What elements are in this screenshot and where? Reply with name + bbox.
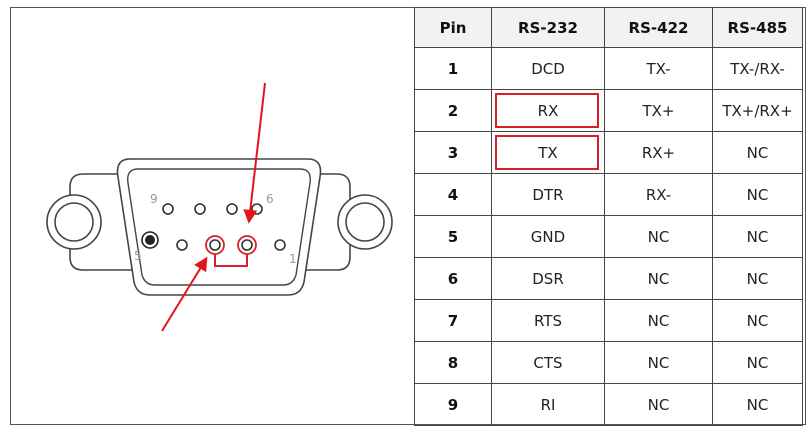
pin-assignment-table: Pin RS-232 RS-422 RS-485 1 DCD TX- TX-/R…	[414, 7, 803, 426]
cell-rs485: NC	[712, 341, 803, 384]
cell-rs422: RX+	[604, 131, 713, 174]
figure-frame	[10, 7, 806, 425]
cell-pin: 1	[414, 47, 492, 90]
highlight-box	[495, 135, 599, 170]
pin-label-6: 6	[266, 192, 274, 206]
cell-pin: 6	[414, 257, 492, 300]
pin-7	[226, 203, 238, 215]
cell-pin: 3	[414, 131, 492, 174]
table-row: 5 GND NC NC	[414, 215, 803, 258]
header-pin: Pin	[414, 7, 492, 48]
cell-text: RX	[537, 101, 559, 120]
pin-8	[194, 203, 206, 215]
cell-rs485: TX+/RX+	[712, 89, 803, 132]
cell-rs232: CTS	[491, 341, 605, 384]
cell-rs232: RTS	[491, 299, 605, 342]
arrow-to-pin-2	[243, 82, 266, 224]
pin-5-ground	[141, 231, 159, 249]
pin-label-1: 1	[289, 252, 297, 266]
table-row: 3 TX RX+ NC	[414, 131, 803, 174]
db9-connector-diagram: 9 6 5 1	[10, 7, 414, 425]
table-row: 7 RTS NC NC	[414, 299, 803, 342]
cell-rs232: GND	[491, 215, 605, 258]
header-rs422: RS-422	[604, 7, 713, 48]
cell-rs232: DCD	[491, 47, 605, 90]
cell-rs422: NC	[604, 215, 713, 258]
cell-rs422: RX-	[604, 173, 713, 216]
table-row: 1 DCD TX- TX-/RX-	[414, 47, 803, 90]
table-row: 8 CTS NC NC	[414, 341, 803, 384]
pin-9	[162, 203, 174, 215]
loopback-jumper	[214, 254, 248, 267]
cell-rs485: TX-/RX-	[712, 47, 803, 90]
table-header-row: Pin RS-232 RS-422 RS-485	[414, 7, 803, 48]
header-rs485: RS-485	[712, 7, 803, 48]
cell-rs422: TX-	[604, 47, 713, 90]
cell-rs485: NC	[712, 299, 803, 342]
cell-pin: 9	[414, 383, 492, 426]
arrow-to-jumper	[161, 256, 208, 332]
cell-pin: 4	[414, 173, 492, 216]
table-row: 2 RX TX+ TX+/RX+	[414, 89, 803, 132]
cell-rs485: NC	[712, 383, 803, 426]
cell-rs485: NC	[712, 215, 803, 258]
highlight-box	[495, 93, 599, 128]
cell-pin: 2	[414, 89, 492, 132]
right-mount-hole-icon	[337, 194, 393, 250]
cell-rs232-highlighted: TX	[491, 131, 605, 174]
table-row: 6 DSR NC NC	[414, 257, 803, 300]
cell-rs422: TX+	[604, 89, 713, 132]
cell-pin: 5	[414, 215, 492, 258]
cell-pin: 8	[414, 341, 492, 384]
cell-pin: 7	[414, 299, 492, 342]
pin-label-5: 5	[134, 249, 142, 263]
cell-rs232: RI	[491, 383, 605, 426]
d-shell-outer	[116, 158, 322, 296]
cell-rs485: NC	[712, 257, 803, 300]
cell-rs422: NC	[604, 257, 713, 300]
table-row: 9 RI NC NC	[414, 383, 803, 426]
pin-label-9: 9	[150, 192, 158, 206]
cell-rs485: NC	[712, 131, 803, 174]
connector-flange	[69, 173, 351, 271]
cell-rs422: NC	[604, 383, 713, 426]
pin-4	[176, 239, 188, 251]
cell-rs422: NC	[604, 299, 713, 342]
connector-svg: 9 6 5 1	[46, 82, 393, 332]
cell-text: TX	[538, 143, 558, 162]
cell-rs232: DTR	[491, 173, 605, 216]
d-shell-inner	[127, 168, 311, 286]
table-row: 4 DTR RX- NC	[414, 173, 803, 216]
left-mount-hole-icon	[46, 194, 102, 250]
cell-rs422: NC	[604, 341, 713, 384]
cell-rs485: NC	[712, 173, 803, 216]
cell-rs232: DSR	[491, 257, 605, 300]
header-rs232: RS-232	[491, 7, 605, 48]
pin-1	[274, 239, 286, 251]
cell-rs232-highlighted: RX	[491, 89, 605, 132]
